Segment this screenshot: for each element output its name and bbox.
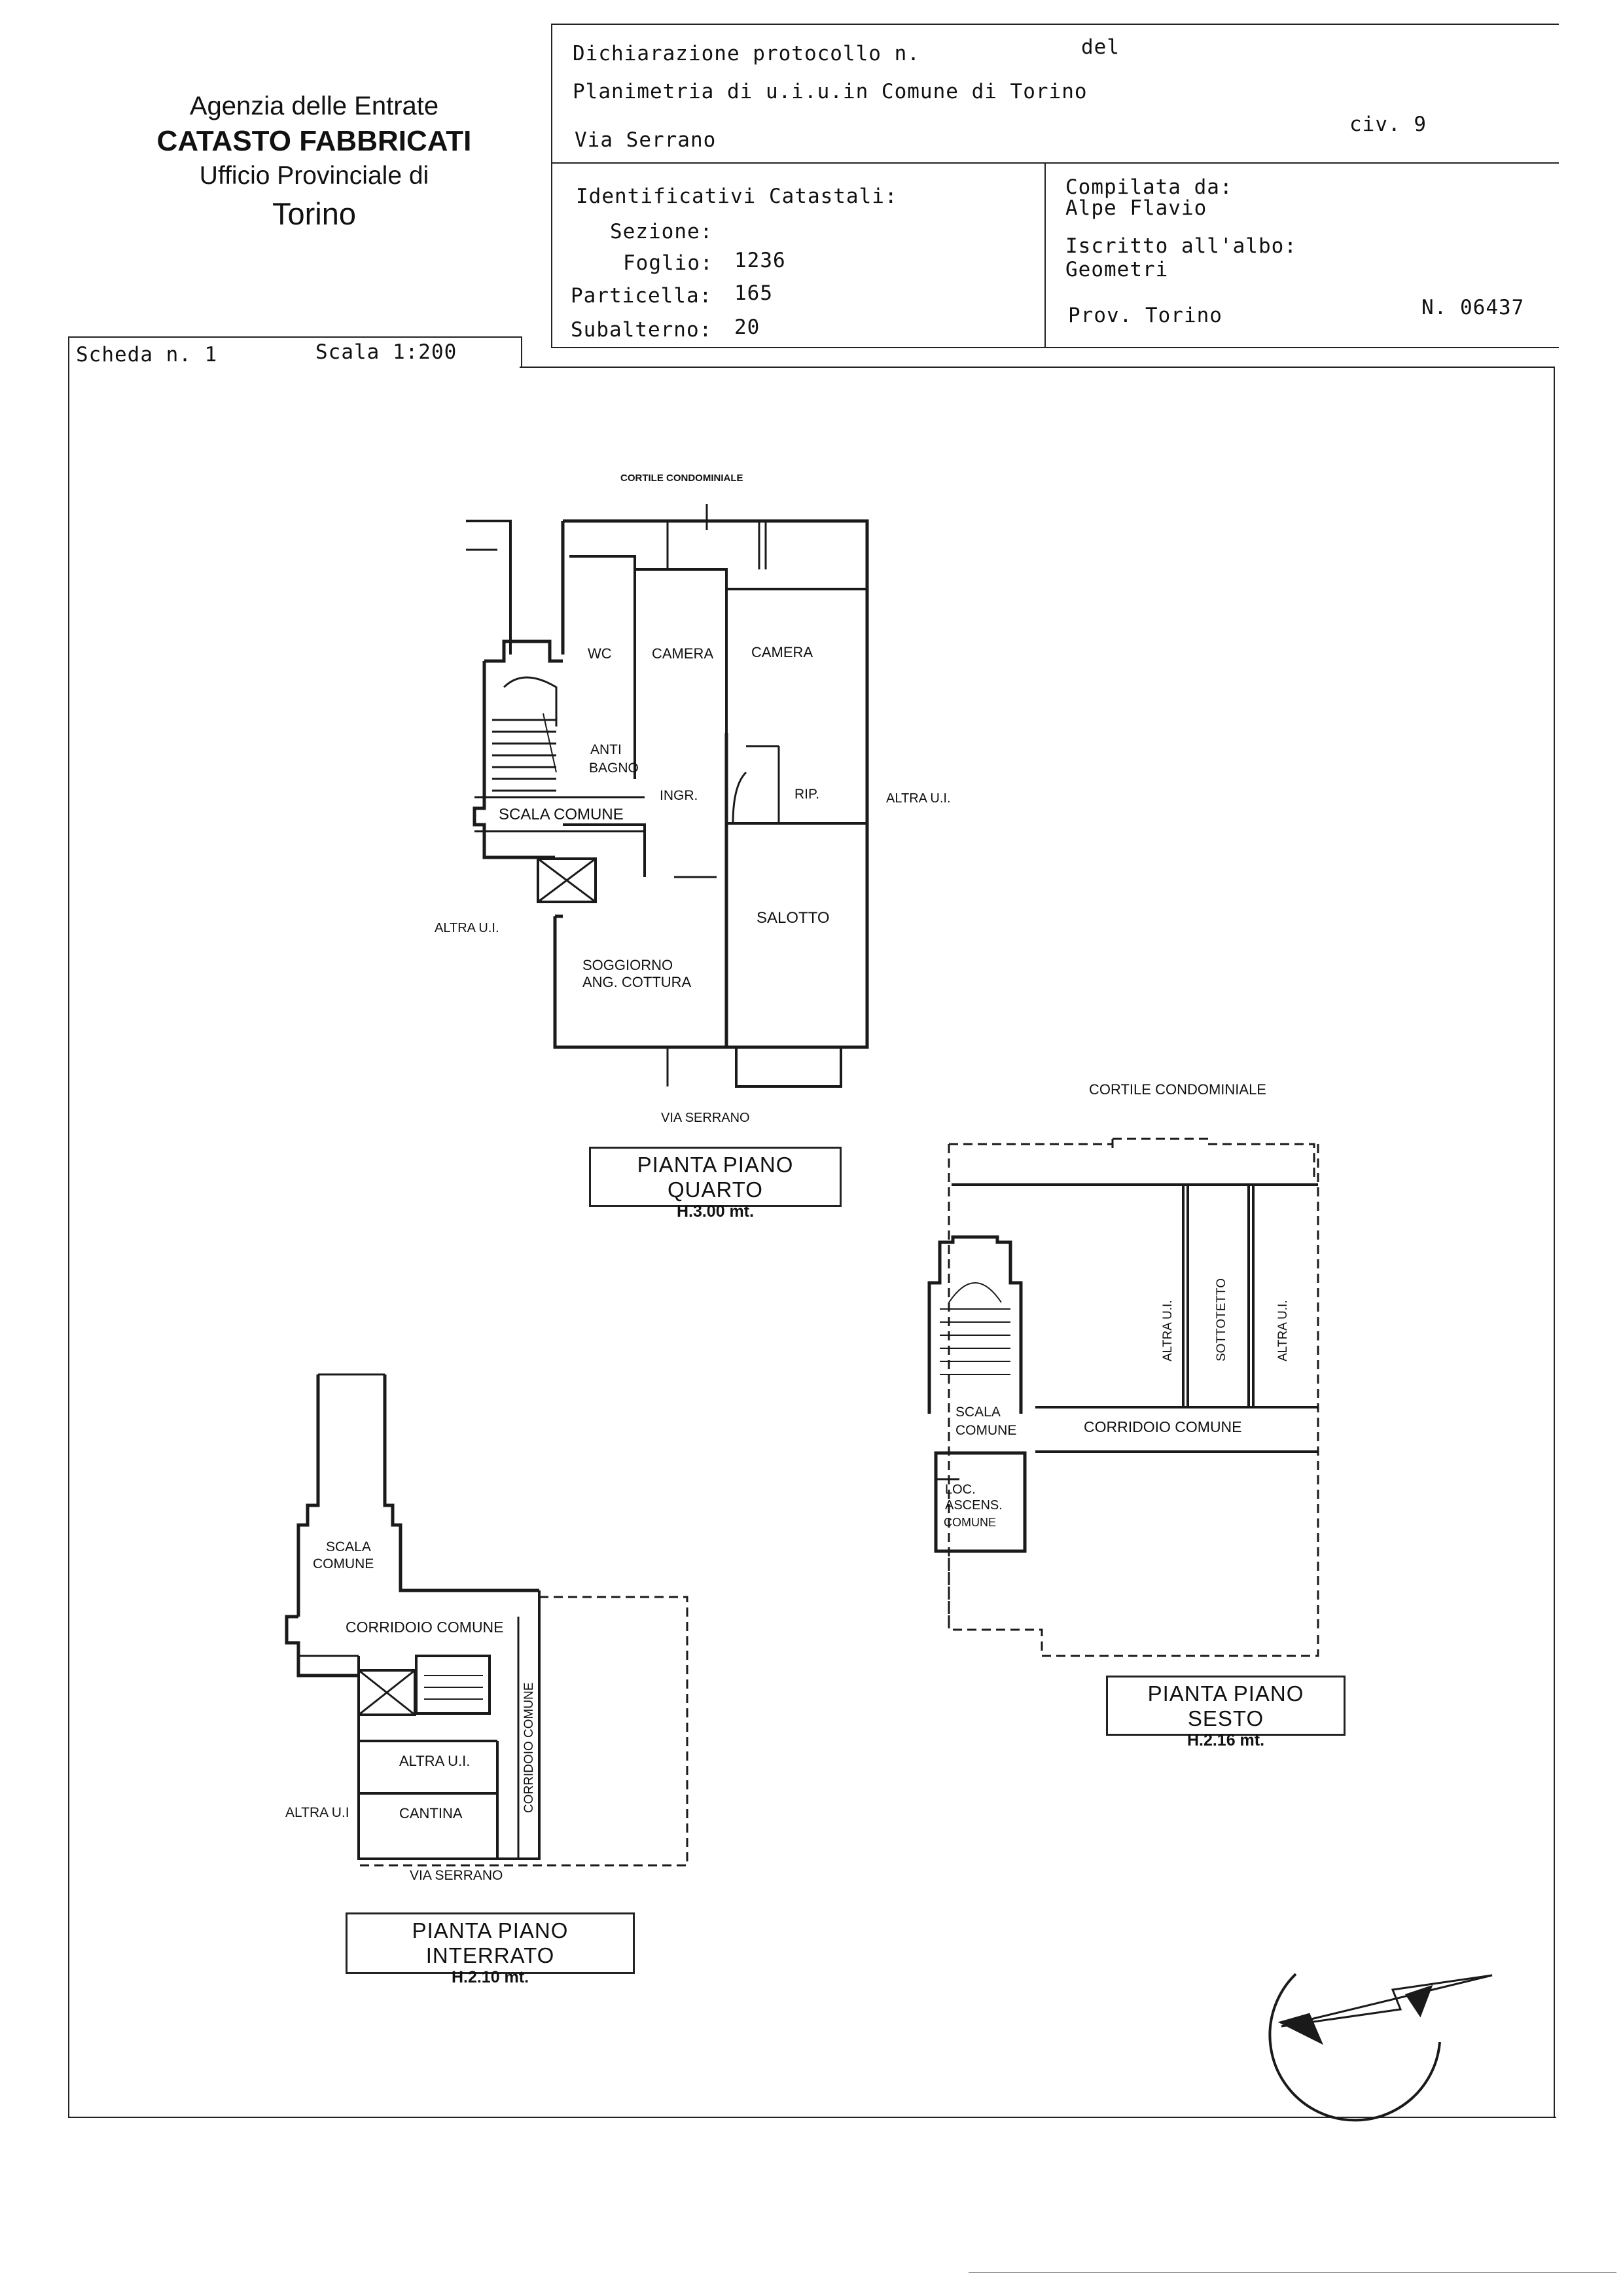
planimetry-label: Planimetria di u.i.u.in Comune di Torino <box>573 80 1088 103</box>
room-anti: ANTI <box>590 742 622 757</box>
interrato-bottom-label: VIA SERRANO <box>410 1868 503 1883</box>
interrato-cantina: CANTINA <box>399 1805 463 1821</box>
province: Prov. Torino <box>1068 304 1222 327</box>
agency-office: Ufficio Provinciale di <box>199 162 429 190</box>
registration-number: N. 06437 <box>1421 296 1525 319</box>
plan-interrato <box>285 1373 688 1867</box>
agency-department: CATASTO FABBRICATI <box>156 125 472 157</box>
del-label: del <box>1081 35 1120 59</box>
room-wc: WC <box>588 645 612 662</box>
agency-block: Agenzia delle Entrate CATASTO FABBRICATI… <box>131 92 497 232</box>
sesto-altra-1: ALTRA U.I. <box>1161 1300 1175 1361</box>
header-divider-rule <box>1044 164 1046 347</box>
sheet-box <box>68 336 522 368</box>
sesto-altra-2: ALTRA U.I. <box>1276 1300 1290 1361</box>
sesto-title-box: PIANTA PIANO SESTO H.2.16 mt. <box>1106 1676 1346 1749</box>
room-soggiorno: SOGGIORNO <box>582 957 673 973</box>
plan-quarto-labels: CORTILE CONDOMINIALE WC CAMERA CAMERA AN… <box>435 473 951 1125</box>
sesto-sottotetto: SOTTOTETTO <box>1215 1278 1228 1361</box>
interrato-height: H.2.10 mt. <box>451 1968 529 1986</box>
foglio-label: Foglio: <box>623 251 713 275</box>
compilata-label: Compilata da: <box>1065 175 1233 199</box>
sesto-comune: COMUNE <box>955 1423 1016 1438</box>
room-bagno: BAGNO <box>589 761 639 776</box>
interrato-corridoio: CORRIDOIO COMUNE <box>346 1619 504 1636</box>
plan-sesto <box>927 1138 1319 1657</box>
quarto-top-label: CORTILE CONDOMINIALE <box>620 473 743 484</box>
room-camera-1: CAMERA <box>652 645 713 662</box>
sesto-comune-lift: COMUNE <box>944 1516 996 1529</box>
agency-name: Agenzia delle Entrate <box>189 92 439 120</box>
address: Via Serrano <box>575 128 717 152</box>
plan-interrato-labels: SCALA COMUNE CORRIDOIO COMUNE CORRIDOIO … <box>285 1539 536 1883</box>
header-bottom-rule <box>551 347 1559 348</box>
room-ingresso: INGR. <box>660 788 698 803</box>
civic-number: civ. 9 <box>1349 113 1427 136</box>
sheet-scale: Scala 1:200 <box>315 340 457 364</box>
compiler-name: Alpe Flavio <box>1065 196 1207 220</box>
drawing-frame-right <box>1554 367 1555 2117</box>
quarto-bottom-label: VIA SERRANO <box>661 1111 750 1125</box>
foglio-value: 1236 <box>734 249 786 272</box>
iscritto-label: Iscritto all'albo: <box>1065 234 1297 258</box>
plan-quarto <box>466 504 869 1088</box>
interrato-scala: SCALA <box>326 1539 371 1554</box>
page-bottom-rule <box>969 2272 1616 2273</box>
header-top-rule <box>551 24 1559 25</box>
sesto-corridoio: CORRIDOIO COMUNE <box>1084 1418 1242 1435</box>
sesto-ascens: ASCENS. <box>945 1498 1003 1513</box>
sesto-height: H.2.16 mt. <box>1186 1731 1265 1749</box>
plan-sesto-labels: CORTILE CONDOMINIALE ALTRA U.I. SOTTOTET… <box>944 1081 1290 1529</box>
interrato-altra-inner: ALTRA U.I. <box>399 1753 470 1769</box>
sezione-label: Sezione: <box>610 220 713 243</box>
quarto-title-box: PIANTA PIANO QUARTO H.3.00 mt. <box>589 1147 842 1221</box>
room-angolo-cottura: ANG. COTTURA <box>582 974 692 990</box>
interrato-corridoio-vertical: CORRIDOIO COMUNE <box>522 1683 536 1814</box>
room-camera-2: CAMERA <box>751 644 813 660</box>
sheet-number: Scheda n. 1 <box>76 343 218 367</box>
interrato-title-box: PIANTA PIANO INTERRATO H.2.10 mt. <box>346 1912 635 1986</box>
quarto-height: H.3.00 mt. <box>676 1202 755 1221</box>
subalterno-value: 20 <box>734 315 760 339</box>
ids-title: Identificativi Catastali: <box>576 185 898 208</box>
header-left-rule <box>551 24 552 348</box>
drawing-frame-top <box>520 367 1555 368</box>
albo-value: Geometri <box>1065 258 1169 281</box>
protocol-label: Dichiarazione protocollo n. <box>573 42 920 65</box>
room-salotto: SALOTTO <box>757 909 830 927</box>
particella-label: Particella: <box>571 284 713 308</box>
particella-value: 165 <box>734 281 773 305</box>
north-arrow <box>1268 1973 1493 2122</box>
quarto-left-label: ALTRA U.I. <box>435 921 499 935</box>
room-ripostiglio: RIP. <box>794 787 819 802</box>
interrato-comune: COMUNE <box>313 1556 374 1571</box>
header-mid-rule <box>551 162 1559 164</box>
sesto-top-label: CORTILE CONDOMINIALE <box>1089 1081 1266 1098</box>
interrato-title: PIANTA PIANO INTERRATO <box>412 1918 569 1967</box>
drawing-frame-bottom <box>92 2117 1555 2118</box>
subalterno-label: Subalterno: <box>571 318 713 342</box>
quarto-title: PIANTA PIANO QUARTO <box>637 1153 794 1202</box>
agency-city: Torino <box>272 196 356 231</box>
room-scala-comune: SCALA COMUNE <box>499 806 624 823</box>
sesto-scala: SCALA <box>955 1405 1001 1420</box>
sesto-loc: LOC. <box>945 1482 976 1497</box>
sesto-title: PIANTA PIANO SESTO <box>1147 1681 1304 1731</box>
quarto-right-label: ALTRA U.I. <box>886 791 951 806</box>
interrato-altra-left: ALTRA U.I <box>285 1805 349 1820</box>
